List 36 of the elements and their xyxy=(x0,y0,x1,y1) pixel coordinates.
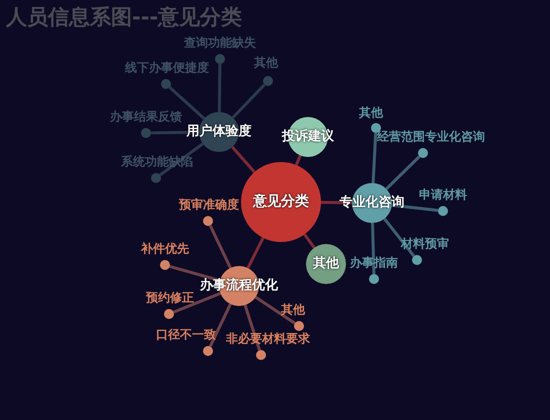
connector-line xyxy=(303,234,316,249)
connector-line xyxy=(173,292,221,314)
connector-line xyxy=(208,303,232,348)
category-label: 意见分类 xyxy=(253,194,309,210)
connector-line xyxy=(208,224,232,269)
connector-line xyxy=(372,132,378,184)
item-label: 其他 xyxy=(254,56,278,70)
connector-line xyxy=(244,304,261,351)
category-label: 用户体验度 xyxy=(186,124,252,140)
connector-line xyxy=(383,218,416,258)
connector-line xyxy=(231,146,256,174)
connector-line xyxy=(371,222,376,274)
item-label: 补件优先 xyxy=(141,242,189,256)
item-label: 口径不一致 xyxy=(156,328,216,342)
category-label: 其他 xyxy=(313,256,339,272)
item-label: 申请材料 xyxy=(419,188,467,202)
connector-line xyxy=(294,154,302,166)
connector-line xyxy=(168,86,206,120)
item-label: 其他 xyxy=(281,303,305,317)
connector-line xyxy=(159,142,204,176)
connector-line xyxy=(246,237,264,269)
item-label: 其他 xyxy=(359,106,383,120)
item-label: 线下办事便捷度 xyxy=(125,61,209,75)
connector-line xyxy=(385,155,420,190)
item-label: 系统功能缺陷 xyxy=(121,155,193,169)
item-label: 预约修正 xyxy=(146,291,194,305)
item-label: 办事结果反馈 xyxy=(110,110,182,124)
item-label: 非必要材料要求 xyxy=(226,332,310,346)
connector-line xyxy=(218,64,222,112)
item-label: 预审准确度 xyxy=(179,198,239,212)
connector-line xyxy=(254,296,296,324)
chart-title: 人员信息系图---意见分类 xyxy=(6,4,242,31)
connector-line xyxy=(232,84,266,119)
category-label: 专业化咨询 xyxy=(340,196,404,210)
item-label: 经营范围专业化咨询 xyxy=(377,130,485,144)
item-label: 查询功能缺失 xyxy=(184,36,256,50)
